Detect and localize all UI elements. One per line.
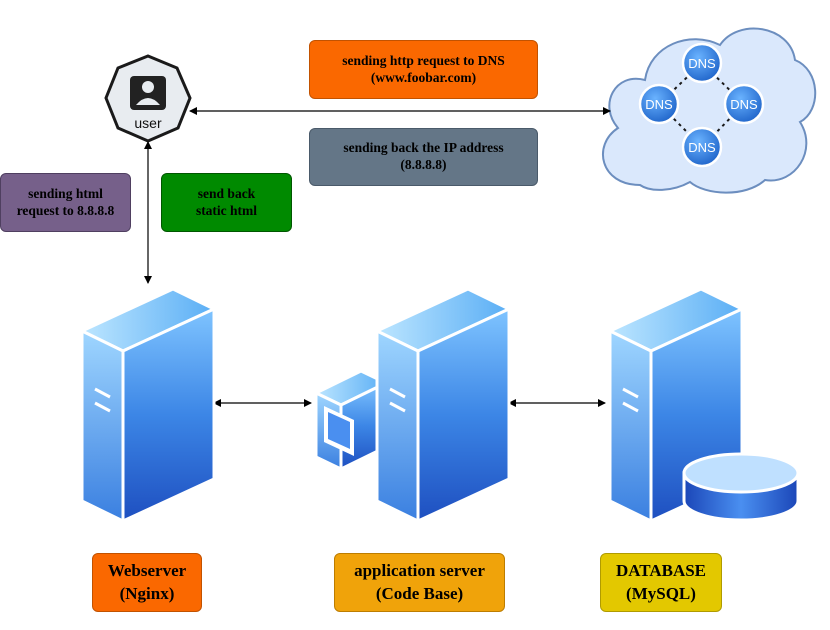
database-cylinder-icon xyxy=(682,452,800,522)
dns-node-label: DNS xyxy=(688,56,716,71)
app-server-subtitle: (Code Base) xyxy=(375,583,464,603)
database-label-box: DATABASE (MySQL) xyxy=(600,553,722,612)
user-node: user xyxy=(104,54,192,143)
html-request-line-1: sending html xyxy=(28,185,103,201)
dns-node-left: DNS xyxy=(638,83,680,125)
webserver-label-box: Webserver (Nginx) xyxy=(92,553,202,612)
webserver-subtitle: (Nginx) xyxy=(119,583,175,603)
dns-globe-icon xyxy=(638,83,680,125)
dns-node-label: DNS xyxy=(730,97,758,112)
ip-response-line-1: sending back the IP address xyxy=(343,140,504,156)
dns-globe-icon xyxy=(681,126,723,168)
dns-node-bottom: DNS xyxy=(681,126,723,168)
app-server-title: application server xyxy=(354,560,485,580)
dns-node-label: DNS xyxy=(645,97,673,112)
database-title: DATABASE xyxy=(615,560,707,580)
database-icon xyxy=(608,287,800,523)
dns-request-line-2: (www.foobar.com) xyxy=(370,69,477,85)
ip-response-line-2: (8.8.8.8) xyxy=(400,157,447,172)
dns-node-right: DNS xyxy=(723,83,765,125)
dns-request-label-box: sending http request to DNS(www.foobar.c… xyxy=(309,40,538,99)
dns-cloud: DNS DNS DNS DNS xyxy=(602,27,817,194)
database-subtitle: (MySQL) xyxy=(626,583,696,603)
user-label: user xyxy=(134,115,162,131)
ip-response-label-box: sending back the IP address(8.8.8.8) xyxy=(309,128,538,186)
dns-globe-icon xyxy=(723,83,765,125)
webserver-title: Webserver xyxy=(107,560,187,580)
dns-node-label: DNS xyxy=(688,140,716,155)
dns-node-top: DNS xyxy=(681,42,723,84)
static-html-line-1: send back xyxy=(197,185,256,201)
dns-globe-icon xyxy=(681,42,723,84)
app-server-icon xyxy=(314,287,511,523)
html-request-line-2: request to 8.8.8.8 xyxy=(16,202,115,218)
static-html-line-2: static html xyxy=(195,202,258,218)
webserver-icon xyxy=(80,287,216,523)
dns-request-line-1: sending http request to DNS xyxy=(342,52,505,68)
app-server-label-box: application server (Code Base) xyxy=(334,553,505,612)
